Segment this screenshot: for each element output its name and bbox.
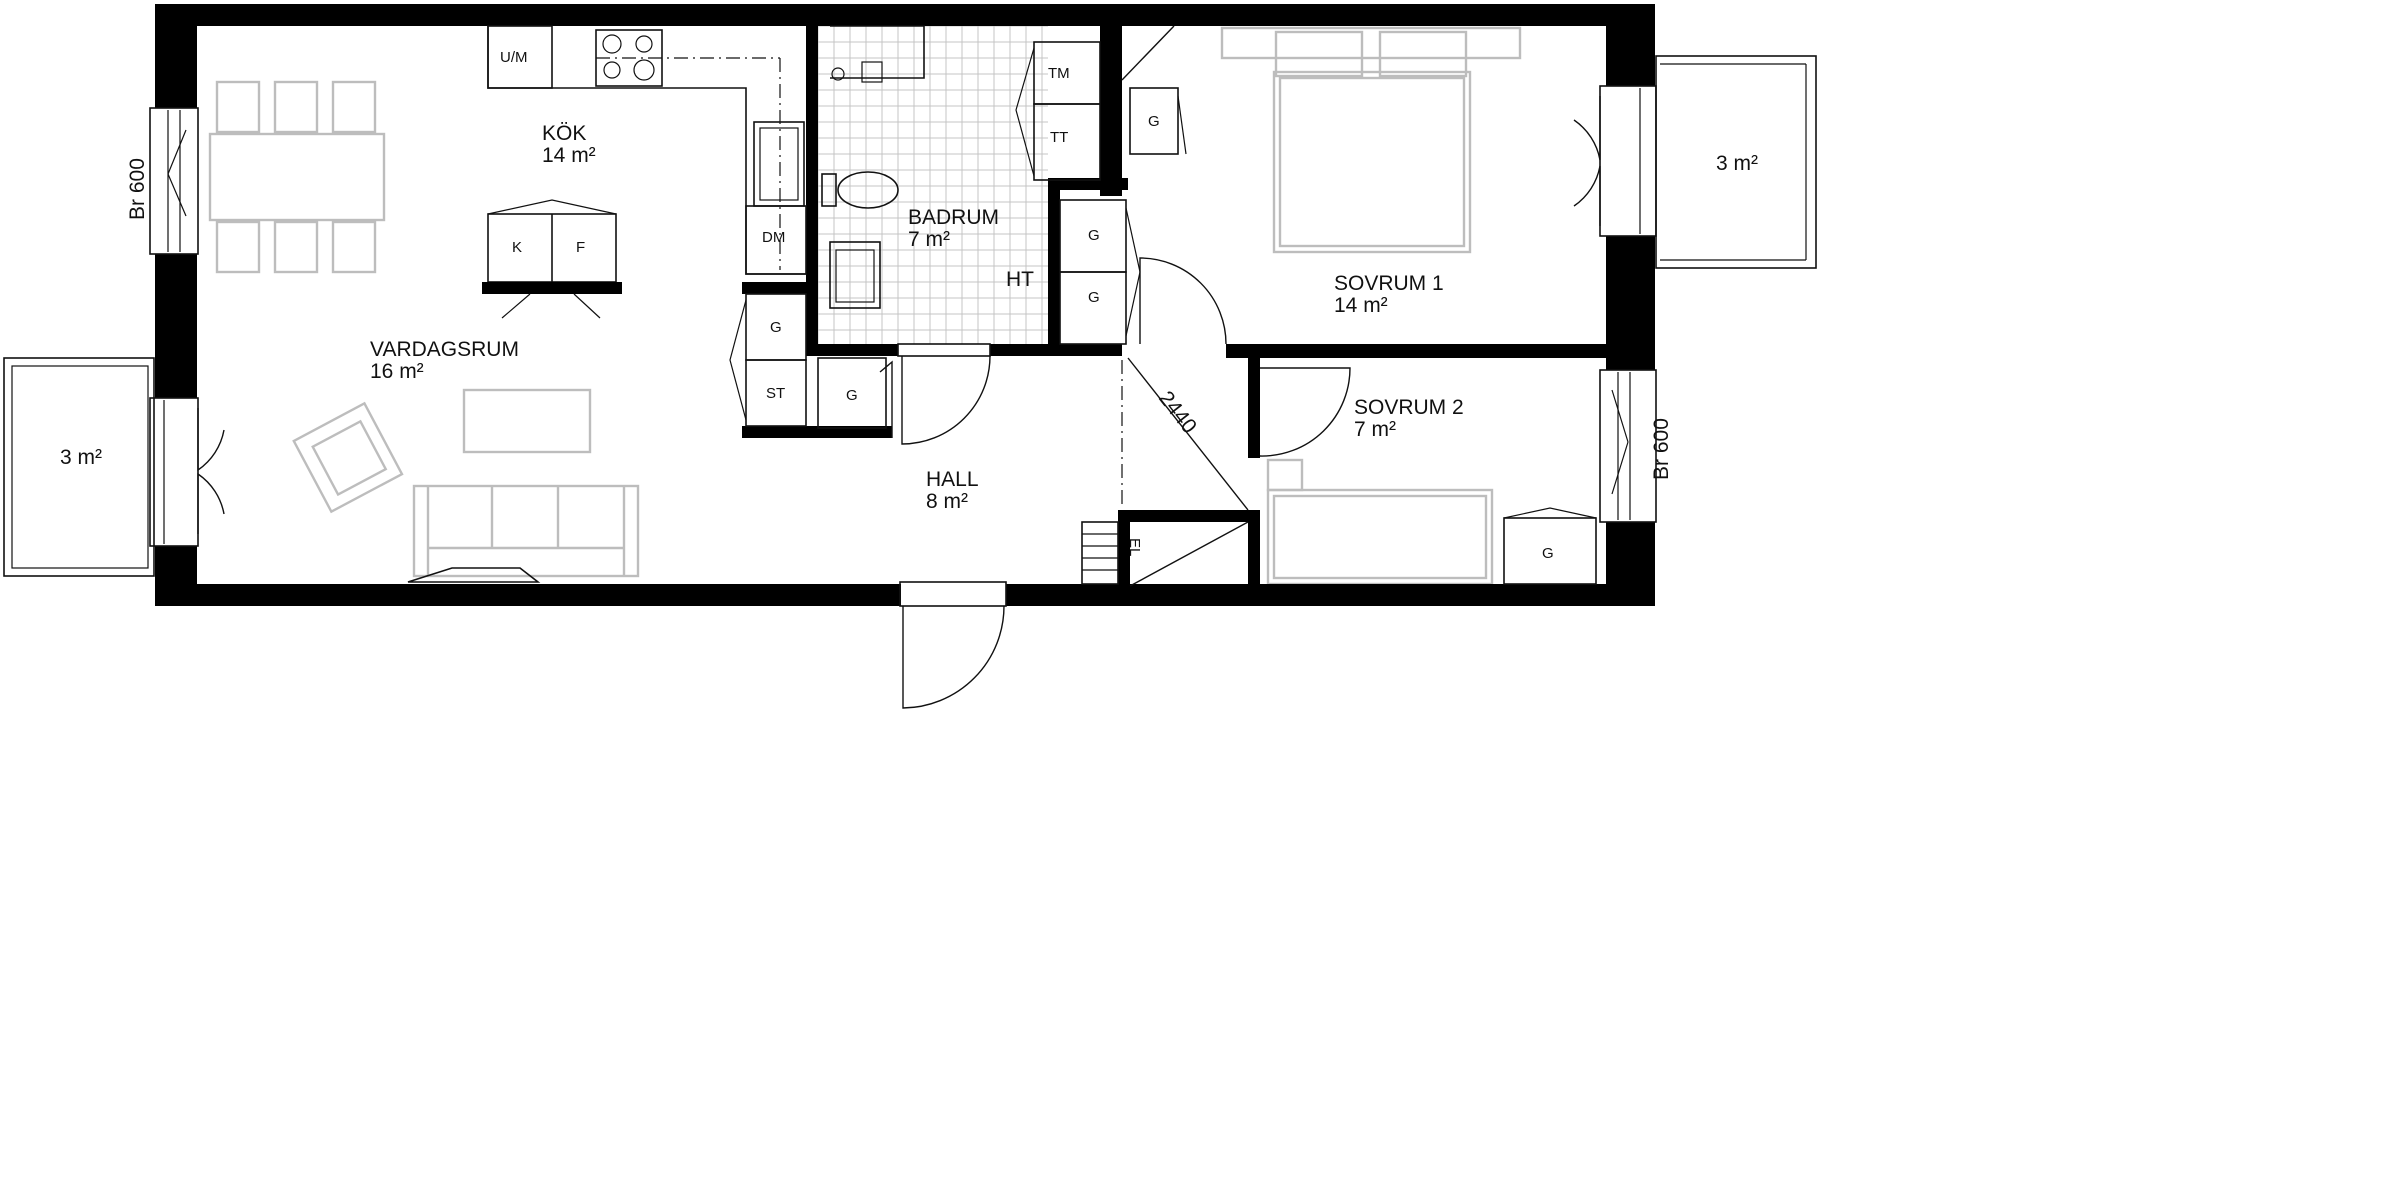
washbasin (829, 241, 881, 309)
dining-chair (215, 220, 261, 274)
walls (155, 4, 1655, 606)
label-dishwasher: DM (762, 229, 785, 246)
window-label-west: Br 600 (126, 158, 149, 220)
coffee-table (462, 388, 592, 454)
room-area-bathroom: 7 m² (908, 228, 950, 251)
room-name-bedroom2: SOVRUM 2 (1354, 396, 1464, 419)
dining-chair (273, 220, 319, 274)
hall-diagonal-dimension: 2440 (1154, 387, 1201, 438)
balcony-door (1599, 85, 1657, 237)
label-freezer: F (576, 239, 585, 256)
window-label-east: Br 600 (1650, 418, 1673, 480)
hall-wardrobe (1059, 271, 1127, 345)
fixture-labels: U/M DM K F TM TT G ST G G G G G HT EL (500, 49, 1554, 562)
label-cleaning-cabinet: ST (766, 385, 785, 402)
electrical-cabinet (1081, 521, 1119, 585)
doors (197, 25, 1601, 709)
bedroom1-door (1139, 257, 1227, 345)
room-area-hall: 8 m² (926, 490, 968, 513)
label-wardrobe: G (846, 387, 858, 404)
bedroom2-wardrobe (1503, 517, 1597, 585)
double-bed (1220, 26, 1522, 254)
label-electrical: EL (1126, 538, 1143, 556)
hall-closet (817, 357, 887, 429)
dishwasher (745, 205, 807, 275)
balcony-door (149, 397, 199, 547)
room-labels: KÖK 14 m² VARDAGSRUM 16 m² BADRUM 7 m² S… (60, 122, 1758, 513)
balcony-east (1655, 55, 1817, 269)
label-fridge: K (512, 239, 522, 256)
room-name-hall: HALL (926, 468, 979, 491)
dining-chair (273, 80, 319, 134)
storage (817, 87, 1597, 585)
toilet (837, 171, 899, 209)
cleaning-cabinet (745, 359, 807, 427)
dining-chair (331, 220, 377, 274)
label-wardrobe: G (1542, 545, 1554, 562)
entrance-door (902, 605, 1005, 709)
label-washing-machine: TM (1048, 65, 1070, 82)
fridge-freezer-cabinet (487, 25, 553, 89)
stove (595, 29, 663, 87)
balcony-west (3, 357, 155, 577)
dining-chair (331, 80, 377, 134)
label-wardrobe: G (770, 319, 782, 336)
room-name-living: VARDAGSRUM (370, 338, 519, 361)
label-wardrobe: G (1148, 113, 1160, 130)
room-name-bedroom1: SOVRUM 1 (1334, 272, 1444, 295)
sofa (412, 484, 640, 578)
room-area-kitchen: 14 m² (542, 144, 596, 167)
bedroom1-wardrobe (1129, 87, 1179, 155)
room-area-living: 16 m² (370, 360, 424, 383)
room-area-bedroom2: 7 m² (1354, 418, 1396, 441)
dining-table (208, 132, 386, 222)
balconies (3, 55, 1817, 577)
room-name-bathroom: BADRUM (908, 206, 999, 229)
bathroom (821, 25, 1101, 309)
tumble-dryer (1033, 103, 1101, 181)
label-wardrobe: G (1088, 227, 1100, 244)
label-fridge-freezer: U/M (500, 49, 528, 66)
bedroom2-door (1259, 367, 1351, 457)
balcony-west-area: 3 m² (60, 446, 102, 469)
balcony-east-area: 3 m² (1716, 152, 1758, 175)
label-hat-shelf: HT (1006, 268, 1034, 291)
kitchen (407, 25, 807, 583)
single-bed (1266, 458, 1494, 586)
bathroom-tile-grid (817, 25, 1048, 344)
kitchen-sink (753, 121, 805, 207)
room-name-kitchen: KÖK (542, 122, 586, 145)
windows (149, 85, 1657, 547)
furniture (208, 26, 1522, 586)
label-wardrobe: G (1088, 289, 1100, 306)
window (1599, 369, 1657, 523)
dining-chair (215, 80, 261, 134)
armchair (292, 401, 404, 514)
label-tumble-dryer: TT (1050, 129, 1068, 146)
window (149, 107, 199, 255)
room-area-bedroom1: 14 m² (1334, 294, 1388, 317)
